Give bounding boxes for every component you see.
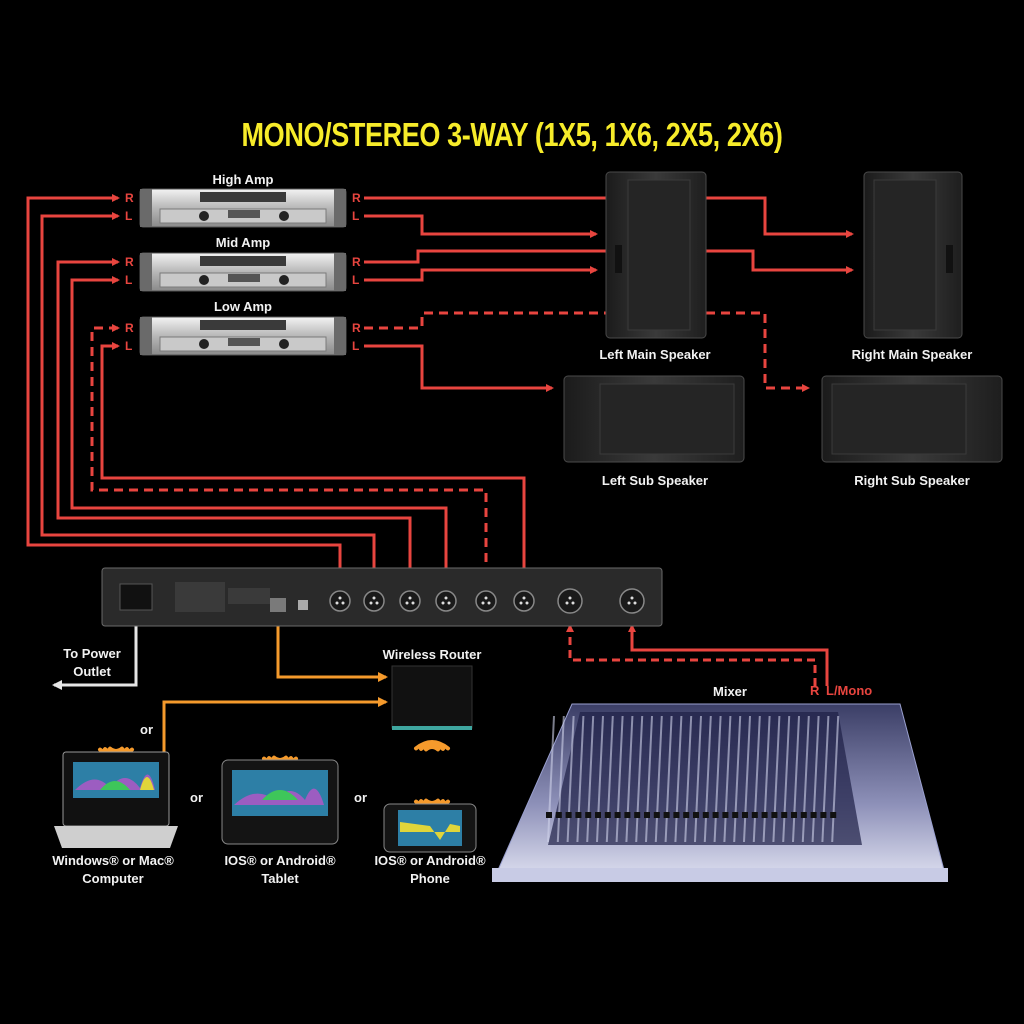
phone-label: IOS® or Android® Phone xyxy=(355,852,505,888)
wire-high-r-out xyxy=(364,196,852,234)
tablet-label-line2: Tablet xyxy=(261,871,299,886)
processor-output-jack xyxy=(435,590,457,612)
wire-high-l-out xyxy=(364,214,598,238)
wire-mid-r-out xyxy=(364,249,852,270)
wire-high-r-in xyxy=(26,194,342,592)
right-sub-speaker-label: Right Sub Speaker xyxy=(854,473,970,488)
mid-amp-output-r: R xyxy=(352,255,361,269)
right-sub-speaker xyxy=(821,375,1003,463)
low-amp-output-r: R xyxy=(352,321,361,335)
processor-input-jack xyxy=(557,588,583,614)
mid-amp-input-r: R xyxy=(125,255,134,269)
wire-power xyxy=(52,612,138,690)
power-outlet-label-line2: Outlet xyxy=(73,664,111,679)
wire-low-r-in xyxy=(90,324,488,592)
right-main-speaker xyxy=(863,171,963,339)
high-amp-input-r: R xyxy=(125,191,134,205)
amplifier-low xyxy=(139,316,347,356)
mixer-console xyxy=(492,703,948,882)
tablet-label-line1: IOS® or Android® xyxy=(224,853,336,868)
wire-laptop-router xyxy=(162,697,388,752)
wire-low-l-in xyxy=(100,342,526,592)
or-label-3: or xyxy=(354,790,367,805)
high-amp-output-l: L xyxy=(352,209,360,223)
power-outlet-label-line1: To Power xyxy=(63,646,121,661)
right-main-speaker-label: Right Main Speaker xyxy=(851,347,973,362)
mixer-output-l-mono-label: L/Mono xyxy=(826,683,873,698)
low-amp-input-r: R xyxy=(125,321,134,335)
amplifier-mid xyxy=(139,252,347,292)
mixer-output-r-label: R xyxy=(810,683,820,698)
wire-low-l-out xyxy=(364,344,554,392)
processor-output-jack xyxy=(363,590,385,612)
high-amp-label: High Amp xyxy=(212,172,274,187)
tablet xyxy=(221,759,339,845)
wire-mixer-r xyxy=(566,624,817,686)
processor-input-jack xyxy=(619,588,645,614)
left-sub-speaker-label: Left Sub Speaker xyxy=(601,473,709,488)
left-main-speaker xyxy=(605,171,707,339)
wire-mid-r-in xyxy=(56,258,412,592)
processor-output-jack xyxy=(475,590,497,612)
phone-label-line1: IOS® or Android® xyxy=(374,853,486,868)
usb-port xyxy=(298,600,308,610)
high-amp-input-l: L xyxy=(125,209,133,223)
tablet-label: IOS® or Android® Tablet xyxy=(205,852,355,888)
or-label-2: or xyxy=(190,790,203,805)
left-sub-speaker xyxy=(563,375,745,463)
mid-amp-label: Mid Amp xyxy=(215,235,271,250)
or-label-1: or xyxy=(140,722,153,737)
computer-label-line1: Windows® or Mac® xyxy=(52,853,174,868)
amplifier-high xyxy=(139,188,347,228)
mixer-label: Mixer xyxy=(713,684,747,699)
low-amp-input-l: L xyxy=(125,339,133,353)
phone xyxy=(383,803,477,853)
computer-label: Windows® or Mac® Computer xyxy=(38,852,188,888)
ethernet-port xyxy=(270,598,286,612)
wire-high-l-in xyxy=(40,212,376,592)
computer-label-line2: Computer xyxy=(82,871,144,886)
high-amp-output-r: R xyxy=(352,191,361,205)
laptop xyxy=(54,751,178,848)
mid-amp-input-l: L xyxy=(125,273,133,287)
wire-ethernet xyxy=(276,616,388,682)
left-main-speaker-label: Left Main Speaker xyxy=(599,347,711,362)
processor-output-jack xyxy=(513,590,535,612)
wireless-router-label: Wireless Router xyxy=(382,647,482,662)
wire-mid-l-out xyxy=(364,266,598,282)
dsp-processor xyxy=(101,567,663,627)
wire-low-r-out xyxy=(364,311,808,388)
processor-output-jack xyxy=(329,590,351,612)
processor-output-jack xyxy=(399,590,421,612)
low-amp-output-l: L xyxy=(352,339,360,353)
wire-mid-l-in xyxy=(70,276,448,592)
low-amp-label: Low Amp xyxy=(213,299,272,314)
wire-mixer-l xyxy=(628,624,829,686)
diagram-title: MONO/STEREO 3-WAY (1X5, 1X6, 2X5, 2X6) xyxy=(241,116,783,153)
wifi-signal-icon xyxy=(414,740,450,752)
power-outlet-label: To Power Outlet xyxy=(52,645,132,681)
wireless-router xyxy=(391,665,473,730)
phone-label-line2: Phone xyxy=(410,871,450,886)
mid-amp-output-l: L xyxy=(352,273,360,287)
